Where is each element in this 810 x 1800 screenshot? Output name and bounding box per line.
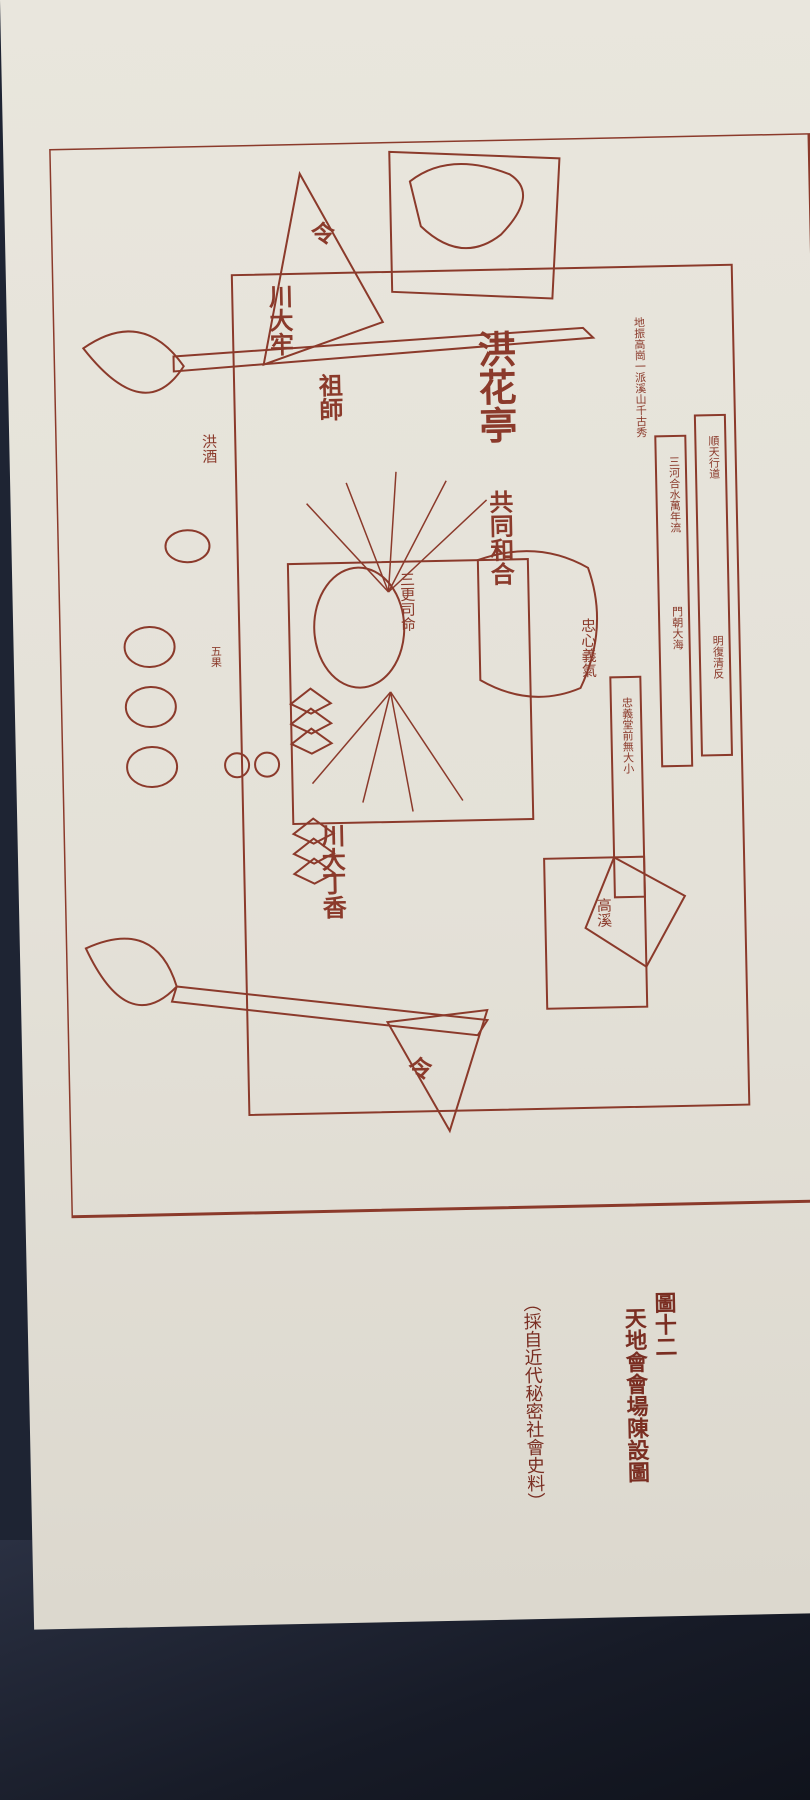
fruit-label: 五果 — [209, 645, 223, 668]
figure-number: 圖十二 — [650, 1291, 678, 1358]
left-general-sign: 川大丁香 — [316, 822, 348, 920]
banner-strip-6: 地振高崗一派溪山千古秀 — [632, 316, 648, 438]
banner-strip-1: 三河合水萬年流 — [667, 455, 682, 534]
master-sign: 祖師 — [314, 372, 345, 422]
loyalty-sign: 忠心義氣 — [578, 617, 599, 679]
illustration-frame: 洪花亭 祖師 共同和合 川大牢 川大丁香 令 令 忠心義氣 三更司命 洪酒 五果… — [49, 133, 810, 1219]
figure-title: 天地會會場陳設圖 — [620, 1306, 651, 1484]
banner-strip-2: 門朝大海 — [670, 605, 685, 651]
hall-sign: 洪花亭 — [470, 329, 519, 445]
altar-drawing — [49, 133, 810, 1219]
right-general-sign: 川大牢 — [264, 283, 295, 357]
flag-bottom-char: 令 — [408, 1054, 433, 1084]
book-page: 洪花亭 祖師 共同和合 川大牢 川大丁香 令 令 忠心義氣 三更司命 洪酒 五果… — [0, 0, 810, 1630]
heaven-top: 順天行道 — [706, 435, 721, 480]
flag-top-char: 令 — [310, 219, 336, 249]
figure-source: （採自近代秘密社會史料） — [520, 1293, 546, 1511]
heaven-top-2: 明復清反 — [711, 634, 725, 680]
shrine-text: 高溪 — [594, 897, 614, 928]
banner-strip-3: 忠義堂前無大小 — [620, 696, 635, 775]
center-plaque: 共同和合 — [484, 489, 516, 586]
altar-lamp: 三更司命 — [397, 571, 418, 632]
wine-label: 洪酒 — [199, 433, 219, 464]
